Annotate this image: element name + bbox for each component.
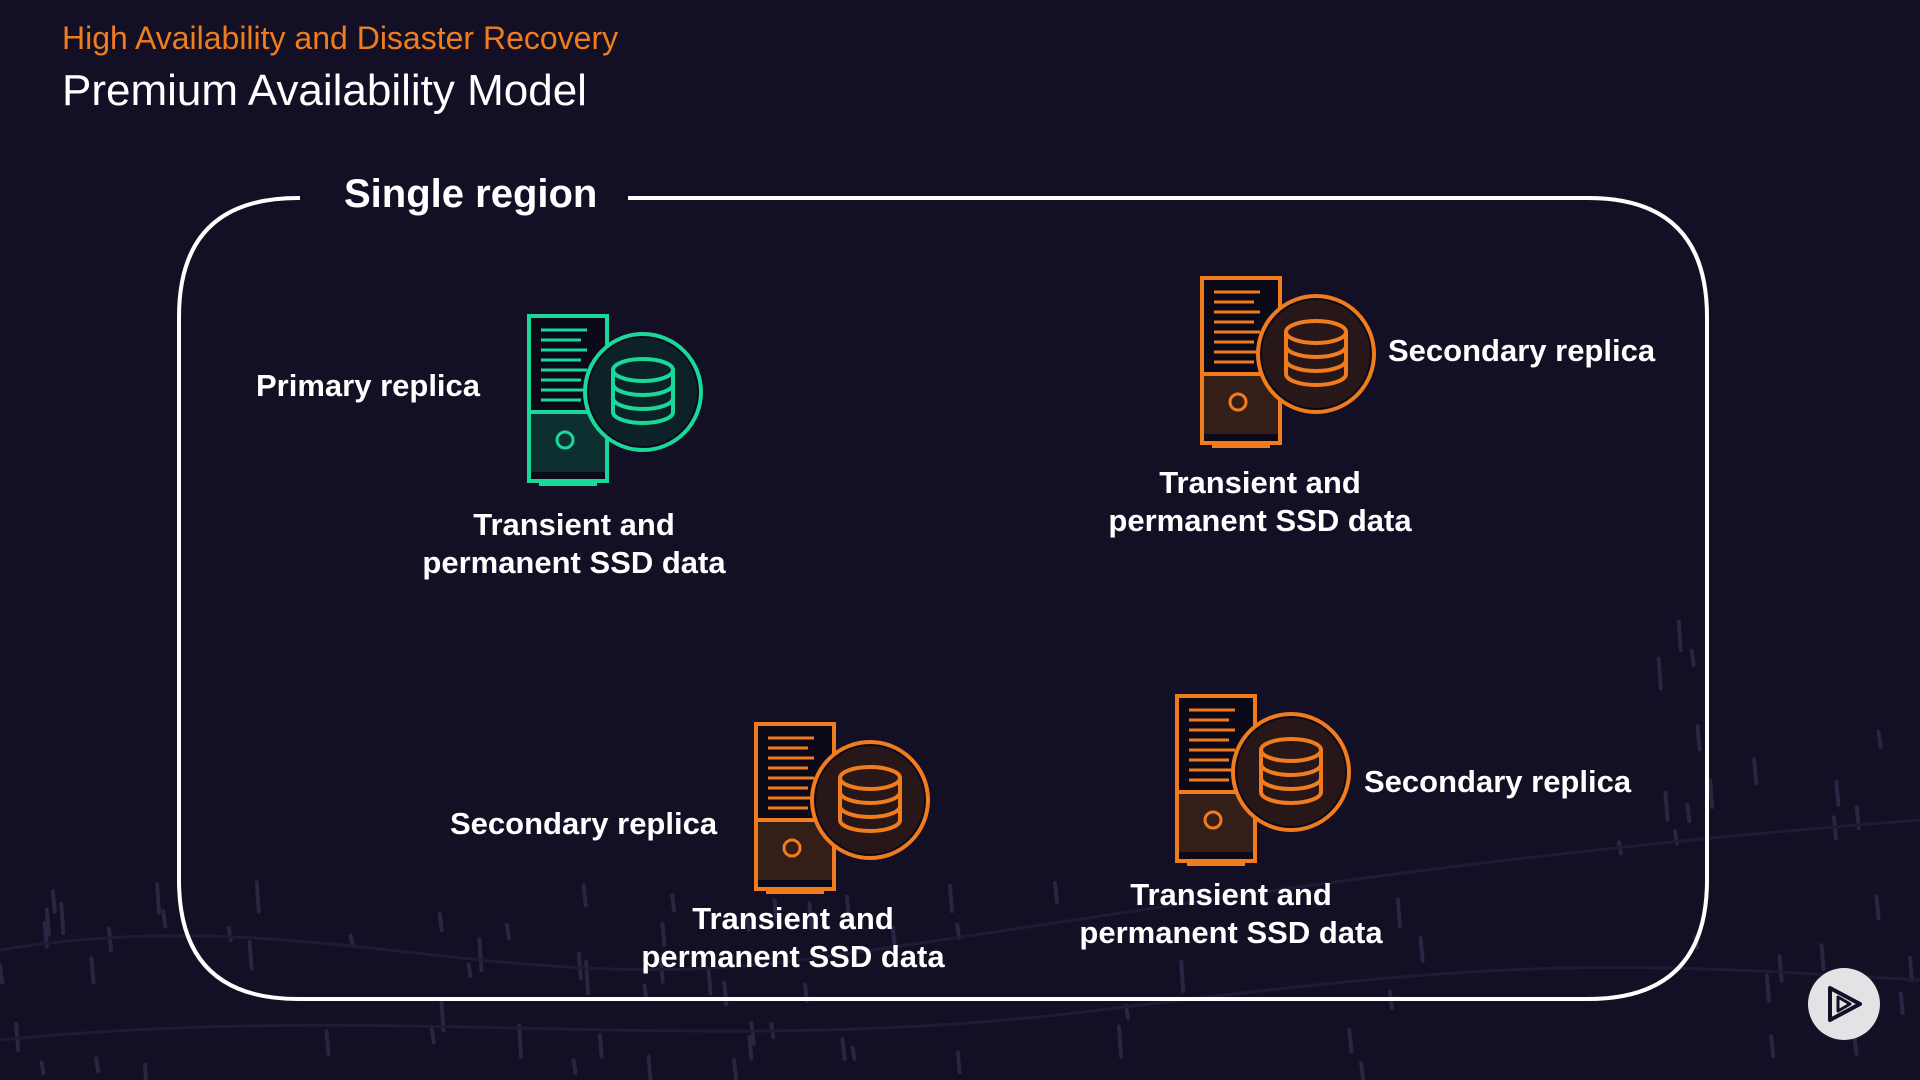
secondary-replica-data-label: Transient and permanent SSD data (1041, 876, 1421, 952)
data-label-line1: Transient and (1159, 465, 1361, 500)
data-label-line2: permanent SSD data (1079, 915, 1383, 950)
play-button[interactable] (1808, 968, 1880, 1040)
data-label-line1: Transient and (692, 901, 894, 936)
data-label-line2: permanent SSD data (641, 939, 945, 974)
database-server-icon (525, 312, 705, 487)
secondary-replica-label: Secondary replica (1364, 764, 1632, 799)
primary-replica-label: Primary replica (256, 368, 481, 403)
secondary-replica-data-label: Transient and permanent SSD data (603, 900, 983, 976)
secondary-replica-label: Secondary replica (450, 806, 718, 841)
data-label-line1: Transient and (473, 507, 675, 542)
secondary-replica-label: Secondary replica (1388, 333, 1656, 368)
data-label-line1: Transient and (1130, 877, 1332, 912)
page-title: Premium Availability Model (62, 66, 587, 115)
database-server-icon (752, 720, 932, 895)
secondary-replica-data-label: Transient and permanent SSD data (1070, 464, 1450, 540)
section-subtitle: High Availability and Disaster Recovery (62, 20, 619, 56)
primary-replica-data-label: Transient and permanent SSD data (384, 506, 764, 582)
database-server-icon (1173, 692, 1353, 867)
database-server-icon (1198, 274, 1378, 449)
data-label-line2: permanent SSD data (1108, 503, 1412, 538)
data-label-line2: permanent SSD data (422, 545, 726, 580)
play-icon (1808, 968, 1880, 1040)
region-label: Single region (344, 172, 598, 216)
